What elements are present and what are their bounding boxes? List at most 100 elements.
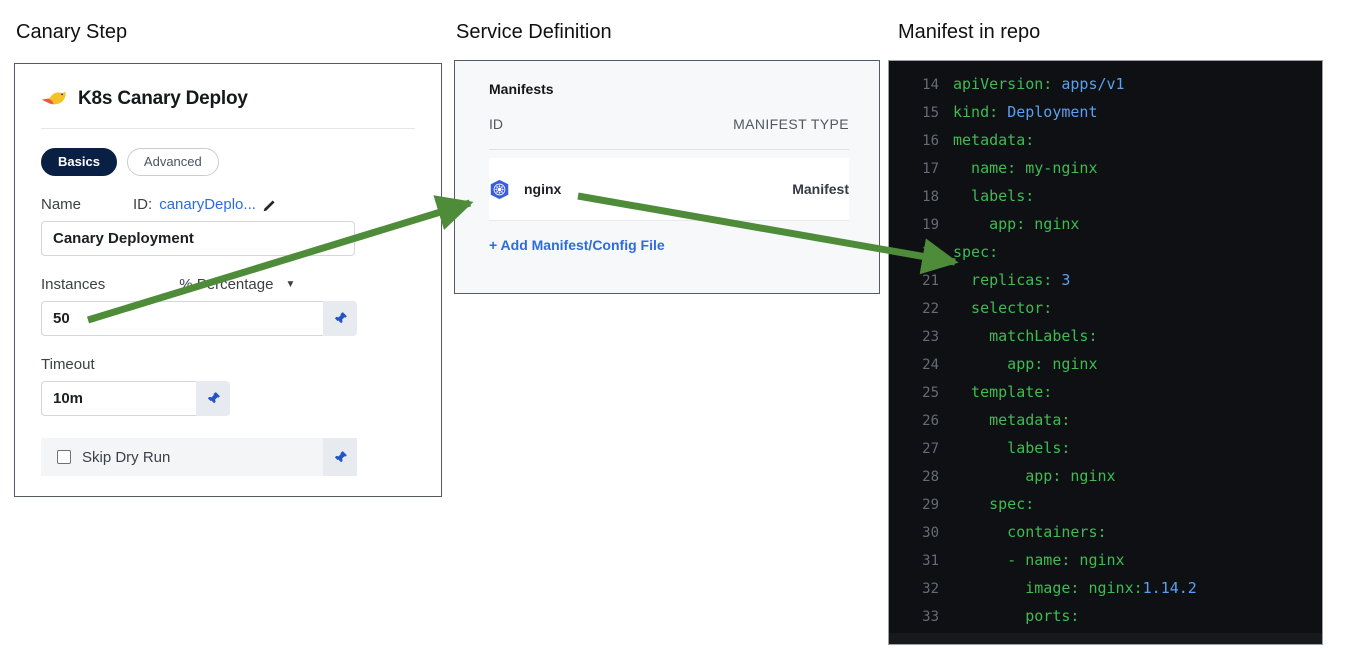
code-line: 28 app: nginx — [889, 462, 1322, 490]
code-line-text: replicas: 3 — [953, 271, 1071, 289]
chevron-down-icon: ▼ — [285, 278, 296, 290]
code-line-text: - name: nginx — [953, 551, 1125, 569]
code-line-number: 22 — [922, 301, 939, 317]
code-line-number: 23 — [922, 329, 939, 345]
caption-manifest-in-repo: Manifest in repo — [898, 21, 1041, 43]
tab-basics[interactable]: Basics — [41, 148, 117, 177]
code-line-number: 19 — [922, 217, 939, 233]
code-line-text: image: nginx:1.14.2 — [953, 579, 1197, 597]
name-field-header: Name ID: canaryDeplo... — [41, 196, 415, 213]
code-line-number: 27 — [922, 441, 939, 457]
code-line: 20 spec: — [889, 238, 1322, 266]
name-input[interactable]: Canary Deployment — [41, 221, 355, 257]
code-line-number: 31 — [922, 553, 939, 569]
code-line-number: 28 — [922, 469, 939, 485]
table-header-rule — [489, 149, 849, 150]
code-line-number: 30 — [922, 525, 939, 541]
timeout-field-header: Timeout — [41, 356, 415, 373]
canary-step-form: Basics Advanced Name ID: canaryDeplo... … — [15, 148, 441, 477]
service-definition-panel: Manifests ID MANIFEST TYPE nginx Manifes… — [454, 60, 880, 294]
code-value: Deployment — [1007, 103, 1098, 121]
canary-bird-icon — [42, 91, 66, 105]
code-line-text: matchLabels: — [953, 327, 1098, 345]
code-line-number: 21 — [922, 273, 939, 289]
code-line-number: 32 — [922, 581, 939, 597]
manifests-section: Manifests ID MANIFEST TYPE nginx Manifes… — [455, 61, 879, 253]
code-line-number: 18 — [922, 189, 939, 205]
code-line: 19 app: nginx — [889, 210, 1322, 238]
code-line-number: 26 — [922, 413, 939, 429]
pushpin-icon — [333, 312, 347, 326]
code-line-text: template: — [953, 383, 1053, 401]
code-line: 30 containers: — [889, 518, 1322, 546]
canary-step-panel: K8s Canary Deploy Basics Advanced Name I… — [14, 63, 442, 497]
tab-advanced[interactable]: Advanced — [126, 148, 219, 177]
add-manifest-link[interactable]: + Add Manifest/Config File — [489, 237, 665, 253]
id-value[interactable]: canaryDeplo... — [159, 196, 256, 214]
column-header-manifest-type: MANIFEST TYPE — [733, 116, 849, 132]
code-line-text: containers: — [953, 523, 1107, 541]
code-line-text: metadata: — [953, 411, 1071, 429]
code-value: 1.14.2 — [1142, 579, 1197, 597]
code-line: 17 name: my-nginx — [889, 154, 1322, 182]
code-line-text: ports: — [953, 607, 1080, 625]
skip-dry-run-label: Skip Dry Run — [82, 448, 171, 466]
code-line-text: spec: — [953, 495, 1035, 513]
code-line-text: kind: Deployment — [953, 103, 1098, 121]
caption-service-definition: Service Definition — [456, 21, 612, 43]
column-header-id: ID — [489, 116, 503, 132]
timeout-input-value: 10m — [53, 390, 84, 408]
code-value: apps/v1 — [1061, 75, 1125, 93]
code-line-text: metadata: — [953, 131, 1035, 149]
code-line-number: 20 — [922, 245, 939, 261]
code-line-number: 16 — [922, 133, 939, 149]
identifier-block: ID: canaryDeplo... — [133, 196, 277, 213]
table-row[interactable]: nginx Manifest — [489, 158, 849, 221]
caption-canary-step: Canary Step — [16, 21, 128, 43]
instances-unit-select[interactable]: % Percentage ▼ — [179, 276, 295, 293]
code-line-text: apiVersion: apps/v1 — [953, 75, 1125, 93]
skip-dry-run-pin-button[interactable] — [323, 438, 357, 477]
manifest-id-value: nginx — [524, 181, 562, 197]
code-line: 21 replicas: 3 — [889, 266, 1322, 294]
manifests-table-header: ID MANIFEST TYPE — [489, 116, 849, 132]
pushpin-icon — [333, 450, 347, 464]
instances-pin-button[interactable] — [323, 301, 357, 337]
code-line-number: 29 — [922, 497, 939, 513]
code-line-number: 15 — [922, 105, 939, 121]
code-line-number: 33 — [922, 609, 939, 625]
name-label: Name — [41, 196, 82, 214]
skip-dry-run-row[interactable]: Skip Dry Run — [41, 438, 357, 477]
instances-input[interactable]: 50 — [41, 301, 323, 337]
code-line: 24 app: nginx — [889, 350, 1322, 378]
timeout-pin-button[interactable] — [196, 381, 230, 417]
timeout-label: Timeout — [41, 356, 95, 374]
step-tabs: Basics Advanced — [41, 148, 415, 177]
instances-label: Instances — [41, 276, 106, 294]
skip-dry-run-control[interactable]: Skip Dry Run — [41, 438, 323, 476]
manifest-type-value: Manifest — [792, 181, 849, 197]
instances-input-group: 50 — [41, 301, 415, 337]
kubernetes-icon — [490, 179, 509, 199]
name-input-value: Canary Deployment — [53, 230, 194, 248]
pencil-icon[interactable] — [263, 198, 277, 212]
instances-input-value: 50 — [53, 310, 70, 328]
code-line: 33 ports: — [889, 602, 1322, 630]
timeout-input[interactable]: 10m — [41, 381, 196, 417]
skip-dry-run-checkbox[interactable] — [57, 450, 71, 465]
code-line-number: 17 — [922, 161, 939, 177]
code-line: 27 labels: — [889, 434, 1322, 462]
header-divider — [41, 128, 415, 129]
code-line-text: spec: — [953, 243, 999, 261]
code-line-number: 25 — [922, 385, 939, 401]
code-line: 22 selector: — [889, 294, 1322, 322]
code-line-text: name: my-nginx — [953, 159, 1098, 177]
instances-unit-value: % Percentage — [179, 276, 274, 294]
code-line: 26 metadata: — [889, 406, 1322, 434]
code-value: 3 — [1061, 271, 1071, 289]
code-line-text: app: nginx — [953, 467, 1116, 485]
code-line: 18 labels: — [889, 182, 1322, 210]
